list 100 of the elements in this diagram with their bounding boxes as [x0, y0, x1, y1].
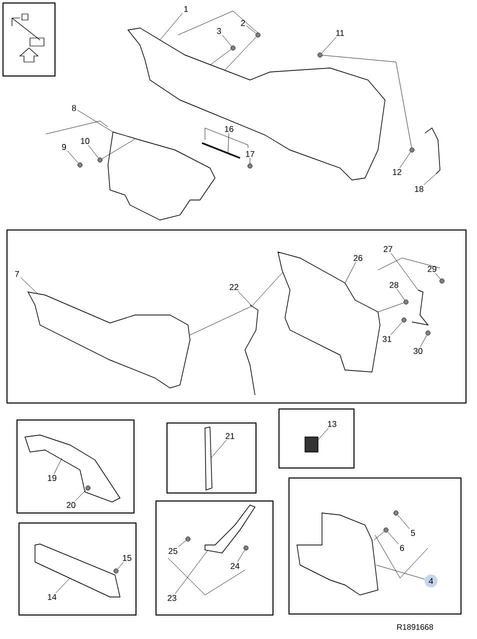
callout-number: 2	[241, 20, 245, 26]
leader-line	[237, 550, 245, 562]
heat-shield-drawing	[108, 132, 216, 220]
fastener	[318, 52, 322, 58]
bracket-drawing	[24, 434, 120, 502]
leader-line	[435, 273, 441, 280]
leader-line	[75, 490, 86, 501]
leader-line	[390, 252, 418, 290]
assembly-line	[322, 55, 412, 148]
fastener	[230, 46, 236, 50]
fastener	[404, 300, 408, 304]
assembly-line	[102, 138, 136, 159]
leader-line	[77, 110, 113, 132]
callout-number: 6	[400, 545, 404, 551]
fastener	[410, 148, 414, 152]
callout-number: 10	[80, 138, 90, 144]
fastener	[186, 536, 190, 542]
rod-drawing	[202, 142, 240, 159]
callout-number: 27	[384, 246, 392, 252]
leader-line	[160, 12, 183, 40]
bracket-drawing	[204, 504, 256, 554]
fastener	[78, 162, 82, 168]
highlighted-callout-number: 4	[424, 574, 438, 588]
bracket-drawing	[412, 290, 429, 326]
leader-line	[387, 532, 399, 544]
callout-number: 17	[246, 151, 254, 157]
panel-frame	[2, 2, 56, 76]
leader-line	[20, 277, 38, 294]
leader-line	[376, 564, 425, 580]
panel-frame	[288, 478, 462, 614]
assembly-line	[374, 531, 384, 540]
fastener	[86, 486, 90, 490]
leader-line	[178, 540, 186, 547]
callout-number: 24	[230, 563, 240, 569]
callout-number: 15	[122, 555, 132, 561]
panel-frame	[16, 420, 134, 514]
leader-line	[238, 290, 252, 306]
panel-frame	[6, 230, 466, 404]
leader-line	[420, 334, 427, 347]
assembly-line	[210, 49, 232, 66]
callout-number: 12	[392, 169, 402, 175]
callout-number: 23	[168, 595, 176, 601]
leader-line	[318, 428, 329, 440]
leader-line	[390, 322, 403, 335]
callout-number: 26	[354, 255, 362, 261]
fastener	[98, 158, 102, 162]
callout-number: 25	[168, 548, 178, 554]
leader-line	[210, 440, 227, 458]
leader-line	[67, 150, 79, 164]
callout-number: 3	[216, 28, 221, 34]
leader-line	[396, 289, 405, 300]
leader-line	[397, 514, 410, 530]
assembly-line	[190, 306, 252, 336]
callout-number: 1	[184, 6, 188, 12]
callout-number: 31	[382, 336, 392, 342]
fastener	[256, 32, 260, 38]
callout-number: 5	[410, 530, 415, 536]
callout-number: 19	[48, 475, 56, 481]
panel-frame	[278, 408, 354, 468]
fastener	[114, 568, 118, 574]
fastener	[384, 528, 388, 532]
callout-number: 13	[328, 421, 336, 427]
callout-number: 28	[390, 282, 398, 288]
leader-line	[88, 145, 99, 158]
fastener	[248, 164, 252, 168]
leader-line	[222, 35, 232, 46]
fastener	[440, 278, 444, 284]
fastener	[426, 330, 430, 336]
callout-number: 21	[226, 433, 234, 439]
leader-line	[228, 133, 230, 153]
assembly-line	[378, 302, 404, 312]
callout-number: 8	[72, 105, 76, 111]
leader-line	[174, 550, 208, 594]
panel-frame	[18, 522, 136, 616]
callout-number: 30	[414, 348, 422, 354]
fastener	[394, 510, 398, 516]
callout-number: 11	[336, 30, 344, 36]
callout-number: 14	[48, 594, 56, 600]
callout-number: 29	[428, 266, 436, 272]
bracket-drawing	[244, 304, 258, 396]
fastener	[244, 546, 248, 550]
leader-line	[117, 562, 124, 570]
leader-line	[54, 458, 62, 474]
callout-number: 18	[414, 186, 424, 192]
panel-drawing	[278, 252, 380, 372]
callout-number: 16	[224, 126, 234, 132]
shield-drawing	[296, 512, 378, 596]
callout-number: 7	[15, 271, 19, 277]
fastener	[402, 318, 406, 322]
panel-frame	[166, 422, 256, 494]
leader-line	[400, 152, 411, 168]
leader-line	[56, 578, 70, 594]
bracket-drawing	[424, 127, 440, 174]
leader-line	[246, 26, 256, 34]
clip-drawing	[304, 436, 318, 452]
leader-line	[424, 174, 436, 185]
callout-number: 20	[66, 502, 76, 508]
strip-drawing	[204, 426, 212, 490]
leader-line	[344, 262, 356, 283]
assembly-line	[252, 272, 284, 306]
